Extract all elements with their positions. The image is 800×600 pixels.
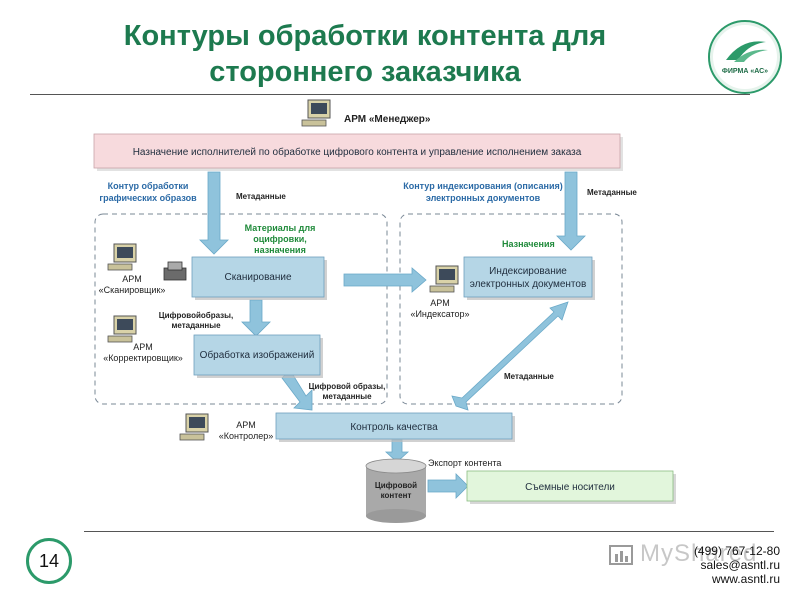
- assignment-box-text: Назначение исполнителей по обработке циф…: [133, 146, 582, 158]
- logo-emblem-icon: [726, 41, 768, 62]
- removable-media-box-text: Съемные носители: [525, 482, 615, 493]
- assignments-label: Назначения: [502, 239, 555, 249]
- corrector-label-1: АРМ: [133, 342, 152, 352]
- watermark-icon: [609, 545, 633, 565]
- quality-control-box: [275, 412, 513, 440]
- controller-label-2: «Контролер»: [219, 431, 273, 441]
- controller-computer-icon: [179, 413, 209, 441]
- footer-divider: [84, 531, 774, 532]
- digital-content-text-1: Цифровой: [375, 481, 417, 490]
- materials-label-1: Материалы для: [245, 223, 316, 233]
- scanner-label-2: «Сканировщик»: [99, 285, 166, 295]
- scanner-computer-icon: [107, 243, 137, 271]
- quality-control-box-text: Контроль качества: [350, 422, 438, 433]
- arrow-metadata-down-left: [199, 171, 229, 255]
- materials-label-2: оцифровки,: [253, 234, 307, 244]
- indexer-computer-icon: [429, 265, 459, 293]
- digital-images2-label-2: метаданные: [322, 392, 372, 401]
- indexing-box: [463, 256, 593, 298]
- logo-text: ФИРМА «АС»: [721, 68, 769, 75]
- slide-title-line1: Контуры обработки контента для: [123, 20, 607, 52]
- scanning-box-text: Сканирование: [224, 272, 291, 283]
- arrow-quality-indexing: [451, 301, 569, 411]
- arrow-scan-to-indexer: [343, 267, 427, 293]
- digital-images-label-2: метаданные: [171, 321, 221, 330]
- metadata-label-bottom: Метаданные: [504, 372, 554, 381]
- corrector-label-2: «Корректировщик»: [103, 353, 183, 363]
- indexing-box-text-2: электронных документов: [470, 279, 587, 290]
- image-processing-box-text: Обработка изображений: [200, 349, 315, 361]
- title-divider: [30, 94, 750, 95]
- scanning-box: [191, 256, 325, 298]
- manager-computer-icon: [301, 99, 331, 127]
- arrow-export: [427, 473, 469, 499]
- graphic-contour-label-1: Контур обработки: [108, 181, 189, 191]
- digital-images2-label-1: Цифровой образы,: [309, 382, 386, 391]
- contact-info: (499) 767-12-80 sales@asntl.ru www.asntl…: [660, 544, 780, 586]
- slide-title-line2: стороннего заказчика: [209, 56, 521, 88]
- contact-email[interactable]: sales@asntl.ru: [700, 558, 780, 572]
- materials-label-3: назначения: [254, 245, 306, 255]
- scanner-label-1: АРМ: [122, 274, 141, 284]
- export-label: Экспорт контента: [428, 458, 501, 468]
- indexing-contour-label-1: Контур индексирования (описания): [403, 181, 563, 191]
- digital-content-text-2: контент: [381, 491, 412, 500]
- metadata-label-right: Метаданные: [587, 188, 637, 197]
- graphic-contour-frame: [94, 213, 388, 405]
- digital-images-label-1: Цифровойобразы,: [159, 311, 233, 320]
- indexing-contour-frame: [399, 213, 623, 405]
- corrector-computer-icon: [107, 315, 137, 343]
- arrow-scan-to-processing: [241, 299, 271, 337]
- metadata-label-left: Метаданные: [236, 192, 286, 201]
- digital-content-cylinder: [365, 458, 427, 523]
- manager-label: АРМ «Менеджер»: [344, 114, 431, 125]
- removable-media-box: [466, 470, 674, 502]
- slide-title: Контуры обработки контента для стороннег…: [40, 18, 690, 90]
- indexer-label-1: АРМ: [430, 298, 449, 308]
- assignment-box: [93, 133, 621, 169]
- image-processing-box: [193, 334, 321, 376]
- graphic-contour-label-2: графических образов: [99, 193, 197, 203]
- page-number: 14: [26, 538, 72, 584]
- watermark-text: MyShared: [640, 540, 758, 567]
- controller-label-1: АРМ: [236, 420, 255, 430]
- indexer-label-2: «Индексатор»: [410, 309, 469, 319]
- contact-phone: (499) 767-12-80: [693, 544, 780, 558]
- scanner-device-icon: [163, 261, 187, 281]
- indexing-contour-label-2: электронных документов: [426, 193, 541, 203]
- indexing-box-text-1: Индексирование: [489, 266, 567, 277]
- contact-website[interactable]: www.asntl.ru: [711, 572, 780, 586]
- company-logo: ФИРМА «АС»: [708, 20, 782, 94]
- arrow-metadata-down-right: [556, 171, 586, 251]
